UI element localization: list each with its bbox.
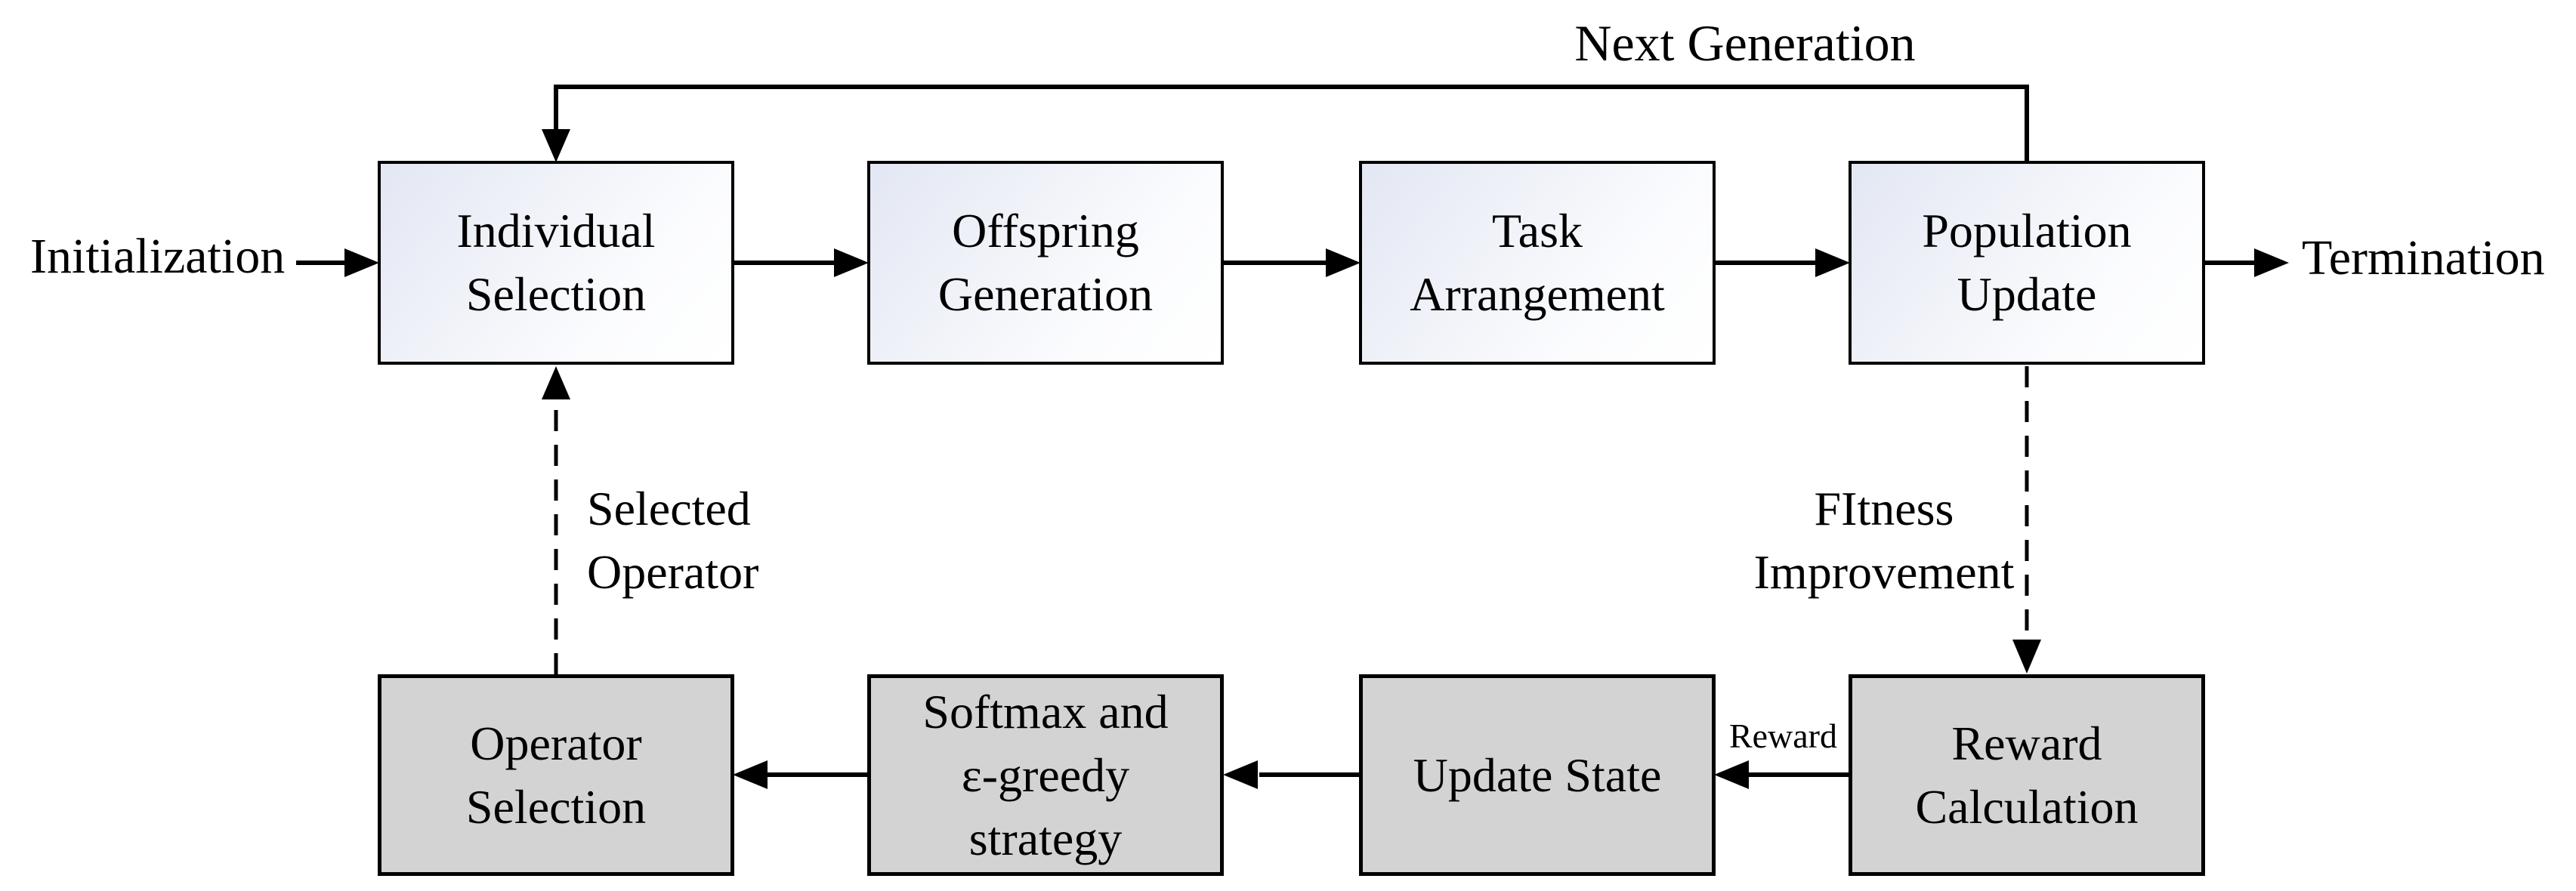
arrow-offspring-generation-to-task-arrangement (1224, 248, 1361, 277)
label-reward: Reward (1728, 717, 1837, 755)
node-task-arrangement: Task Arrangement (1359, 161, 1716, 365)
dashed-arrow-selected-operator (542, 366, 570, 674)
label-initialization: Initialization (30, 229, 286, 284)
label-fitness-improvement: FItness Improvement (1753, 482, 2015, 599)
node-update-state-label: Update State (1413, 748, 1662, 802)
label-termination: Termination (2302, 230, 2545, 285)
node-population-update-label: Population Update (1922, 204, 2132, 321)
node-reward-calculation-label: Reward Calculation (1915, 716, 2139, 834)
node-individual-selection: Individual Selection (378, 161, 734, 365)
arrow-initialization-to-individual-selection (296, 248, 379, 277)
node-operator-selection: Operator Selection (378, 674, 734, 876)
node-population-update: Population Update (1849, 161, 2205, 365)
feedback-loop-next-generation (542, 85, 2029, 162)
arrow-reward-calculation-to-update-state (1714, 760, 1849, 789)
label-selected-operator: Selected Operator (587, 482, 759, 599)
arrow-softmax-to-operator-selection (733, 760, 867, 789)
arrow-individual-selection-to-offspring-generation (734, 248, 869, 277)
node-individual-selection-label: Individual Selection (456, 204, 656, 321)
arrow-update-state-to-softmax (1223, 760, 1359, 789)
dashed-arrow-fitness-improvement (2012, 366, 2041, 674)
node-offspring-generation-label: Offspring Generation (937, 204, 1154, 321)
node-reward-calculation: Reward Calculation (1849, 674, 2205, 876)
label-next-generation: Next Generation (1574, 14, 1916, 72)
node-softmax-strategy: Softmax and ε-greedy strategy (867, 674, 1224, 876)
node-softmax-strategy-label: Softmax and ε-greedy strategy (922, 684, 1169, 865)
arrow-task-arrangement-to-population-update (1716, 248, 1850, 277)
node-operator-selection-label: Operator Selection (465, 716, 647, 834)
arrow-population-update-to-termination (2205, 248, 2289, 277)
node-update-state: Update State (1359, 674, 1716, 876)
node-task-arrangement-label: Task Arrangement (1410, 204, 1665, 321)
node-offspring-generation: Offspring Generation (867, 161, 1224, 365)
